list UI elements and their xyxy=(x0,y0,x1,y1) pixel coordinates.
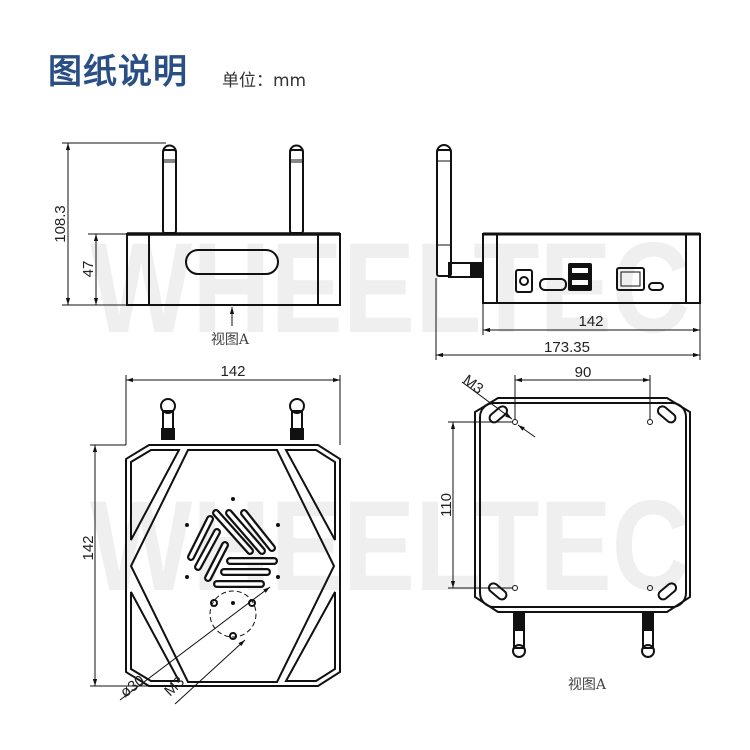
front-view: 108.3 47 视图A xyxy=(52,142,341,348)
antenna-side xyxy=(436,144,483,278)
side-view: 142 173.35 xyxy=(435,144,701,360)
dim-height-body: 47 xyxy=(80,261,97,278)
view-marker-label: 视图A xyxy=(211,332,250,348)
m3-holes xyxy=(512,419,653,591)
mounting-dots xyxy=(185,497,280,640)
front-slot xyxy=(185,249,279,275)
dc-jack-port xyxy=(515,269,533,293)
bottom-view-caption: 视图A xyxy=(568,677,607,693)
watermark-top: WHEELTEC xyxy=(90,217,690,360)
dashed-circle xyxy=(209,590,257,638)
unit-label: 单位：mm xyxy=(222,71,307,91)
dim-body-width: 142 xyxy=(578,313,603,330)
dim-thread-bottom: M3 xyxy=(460,372,487,398)
vent-grille-inner xyxy=(189,511,276,586)
antenna-bottom-left xyxy=(512,612,526,658)
dim-top-width: 142 xyxy=(220,363,245,380)
hdmi-port xyxy=(539,278,567,291)
dim-height-total: 108.3 xyxy=(52,205,69,243)
dim-hole-spacing-x: 90 xyxy=(575,364,592,381)
dim-total-width: 173.35 xyxy=(544,339,590,356)
dim-hole-spacing-y: 110 xyxy=(438,493,455,517)
usb-c-port xyxy=(648,282,664,291)
antenna-bottom-right xyxy=(641,612,655,658)
antenna-top-right xyxy=(289,398,305,440)
top-body-outline xyxy=(125,444,341,687)
mounting-slots xyxy=(487,405,678,601)
antenna-top-left xyxy=(160,398,176,440)
ethernet-port xyxy=(616,267,645,291)
page-title: 图纸说明 xyxy=(48,52,188,92)
dim-top-depth: 142 xyxy=(80,535,97,560)
top-center-panel xyxy=(129,449,336,683)
usb-port xyxy=(568,263,592,291)
watermark-bottom: WHEELTEC xyxy=(90,475,690,618)
